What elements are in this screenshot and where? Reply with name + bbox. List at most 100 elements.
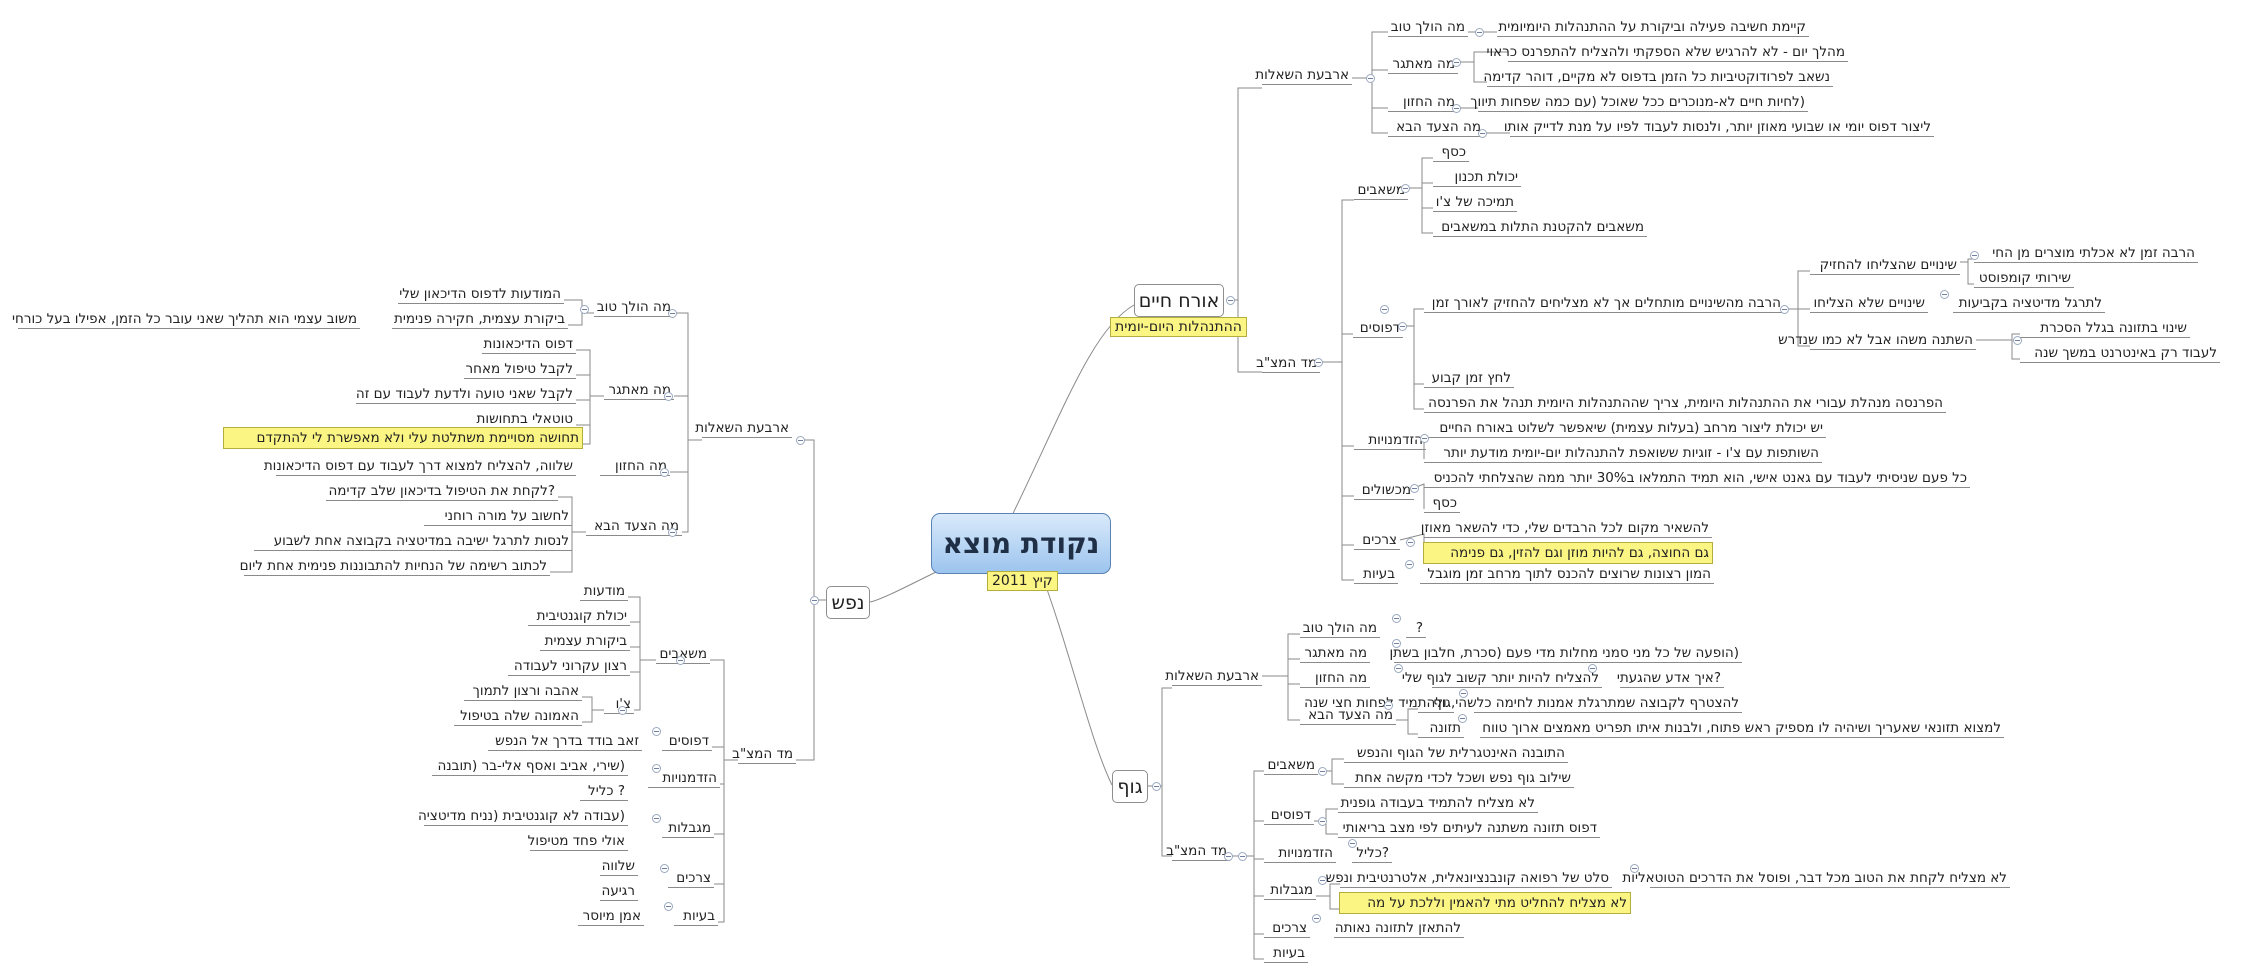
- life-pattern-main[interactable]: הרבה מהשינויים מותחלים אך לא מצליחים להח…: [1424, 293, 1784, 313]
- body-limit-item[interactable]: לא מצליח להחליט מתי להאמין וללכת על מה: [1339, 892, 1631, 914]
- life-hard-item[interactable]: נשאב לפרודוקטיביות כל הזמן בדפוס לא מקיי…: [1483, 67, 1833, 87]
- body-next-body[interactable]: גוף: [1418, 693, 1454, 713]
- collapse-toggle-icon[interactable]: [1780, 305, 1789, 314]
- collapse-toggle-icon[interactable]: [1401, 184, 1410, 193]
- branch-body[interactable]: גוף: [1112, 770, 1148, 803]
- life-pattern-item[interactable]: לחץ זמן קבוע: [1424, 368, 1514, 388]
- collapse-toggle-icon[interactable]: [580, 305, 589, 314]
- body-pattern-item[interactable]: לא מצליח להתמיד בעבודה גופנית: [1338, 793, 1538, 813]
- soul-hard-item[interactable]: דפוס הדיכאונות: [482, 334, 576, 354]
- collapse-toggle-icon[interactable]: [676, 656, 685, 665]
- life-needs[interactable]: צרכים: [1354, 530, 1400, 550]
- body-opportunity-item[interactable]: ?כליל: [1352, 843, 1392, 863]
- body-limits[interactable]: מגבלות: [1264, 880, 1316, 900]
- collapse-toggle-icon[interactable]: [810, 596, 819, 605]
- soul-mtzab[interactable]: מד המצ"ב: [732, 744, 796, 764]
- collapse-toggle-icon[interactable]: [1314, 358, 1323, 367]
- collapse-toggle-icon[interactable]: [1384, 701, 1393, 710]
- collapse-toggle-icon[interactable]: [2013, 336, 2022, 345]
- life-patterns[interactable]: דפוסים: [1353, 318, 1403, 338]
- soul-need-item[interactable]: רגיעה: [600, 881, 638, 901]
- soul-whats-good[interactable]: מה הולך טוב: [594, 297, 674, 317]
- collapse-toggle-icon[interactable]: [664, 392, 673, 401]
- life-resource-item[interactable]: תמיכה של צ'ו: [1433, 192, 1517, 212]
- soul-hard-item[interactable]: לקבל שאני טועה ולדעת לעבוד עם זה: [356, 384, 576, 404]
- collapse-toggle-icon[interactable]: [1380, 305, 1389, 314]
- life-problem-item[interactable]: המון רצונות שרוצים להכנס לתוך מרחב זמן מ…: [1420, 564, 1714, 584]
- collapse-toggle-icon[interactable]: [1452, 58, 1461, 67]
- collapse-toggle-icon[interactable]: [618, 706, 627, 715]
- soul-problems[interactable]: בעיות: [674, 906, 718, 926]
- soul-limit-item[interactable]: אולי פחד מטיפול: [528, 831, 628, 851]
- life-problems[interactable]: בעיות: [1354, 564, 1398, 584]
- collapse-toggle-icon[interactable]: [1394, 664, 1403, 673]
- body-vision-item[interactable]: להצליח להיות יותר קשוב לגוף שלי: [1402, 668, 1602, 688]
- soul-limits[interactable]: מגבלות: [662, 818, 714, 838]
- soul-next-item[interactable]: לנסות לתרגל ישיבה במדיטציה בקבוצה אחת לש…: [254, 531, 572, 551]
- body-patterns[interactable]: דפוסים: [1264, 805, 1314, 825]
- life-opportunity-item[interactable]: יש יכולת ליצור מרחב (בעלות עצמית) שיאפשר…: [1424, 418, 1826, 438]
- soul-tzi-item[interactable]: האמונה שלה בטיפול: [454, 706, 582, 726]
- body-mtzab[interactable]: מד המצ"ב: [1166, 841, 1230, 861]
- collapse-toggle-icon[interactable]: [1478, 129, 1487, 138]
- soul-vision-item[interactable]: שלווה, להצליח למצוא דרך לעבוד עם דפוס הד…: [264, 456, 576, 476]
- life-vision-item[interactable]: (לחיות חיים לא-מנוכרים ככל שאוכל (עם כמה…: [1470, 92, 1808, 112]
- body-good-item[interactable]: ?: [1406, 618, 1426, 638]
- soul-tzi-item[interactable]: אהבה ורצון לתמוך: [464, 681, 582, 701]
- collapse-toggle-icon[interactable]: [668, 309, 677, 318]
- collapse-toggle-icon[interactable]: [652, 814, 661, 823]
- body-problems[interactable]: בעיות: [1264, 943, 1308, 963]
- life-next-item[interactable]: ליצור דפוס יומי או שבועי מאוזן יותר, ולנ…: [1504, 117, 1934, 137]
- body-resource-item[interactable]: שילוב גוף נפש ושכל לכדי מקשה אחת: [1344, 768, 1574, 788]
- body-whats-good[interactable]: מה הולך טוב: [1300, 618, 1380, 638]
- life-resource-item[interactable]: משאבים להקטנת התלות במשאבים: [1433, 217, 1647, 237]
- life-resource-item[interactable]: יכולת תכנון: [1433, 167, 1521, 187]
- collapse-toggle-icon[interactable]: [1588, 664, 1597, 673]
- body-four-questions[interactable]: ארבעת השאלות: [1165, 666, 1262, 686]
- pattern-failed-item[interactable]: לתרגל מדיטציה בקביעות: [1953, 293, 2105, 313]
- life-opportunities[interactable]: הזדמנויות: [1354, 430, 1426, 450]
- collapse-toggle-icon[interactable]: [1318, 876, 1327, 885]
- life-whats-hard[interactable]: מה מאתגר: [1388, 54, 1458, 74]
- soul-resource-item[interactable]: יכולת קוגנטיבית: [528, 606, 630, 626]
- soul-next-item[interactable]: לחשוב על מורה רוחני: [424, 506, 572, 526]
- body-resources[interactable]: משאבים: [1264, 755, 1318, 775]
- collapse-toggle-icon[interactable]: [1406, 538, 1415, 547]
- body-next-nutrition-item[interactable]: למצוא תזונאי שאעריך ושיהיה לו מספיק ראש …: [1480, 718, 2004, 738]
- life-four-questions[interactable]: ארבעת השאלות: [1255, 65, 1352, 85]
- life-obstacle-item[interactable]: כסף: [1424, 493, 1460, 513]
- collapse-toggle-icon[interactable]: [1475, 28, 1484, 37]
- body-needs[interactable]: צרכים: [1264, 918, 1310, 938]
- body-need-item[interactable]: להתאזן לתזונה נאותה: [1334, 918, 1464, 938]
- pattern-failed[interactable]: שינויים שלא הצליחו: [1810, 293, 1928, 313]
- collapse-toggle-icon[interactable]: [1348, 839, 1357, 848]
- life-next-step[interactable]: מה הצעד הבא: [1388, 117, 1484, 137]
- life-vision[interactable]: מה החזון: [1388, 92, 1458, 112]
- body-next-nutrition[interactable]: תזונה: [1418, 718, 1464, 738]
- pattern-kept[interactable]: שינויים שהצליחו להחזיק: [1810, 255, 1960, 275]
- pattern-changed[interactable]: השתנה משהו אבל לא כמו שנדרש: [1778, 330, 1976, 350]
- soul-needs[interactable]: צרכים: [668, 868, 714, 888]
- collapse-toggle-icon[interactable]: [1318, 817, 1327, 826]
- soul-patterns[interactable]: דפוסים: [662, 731, 712, 751]
- life-resources[interactable]: משאבים: [1354, 180, 1408, 200]
- collapse-toggle-icon[interactable]: [796, 436, 805, 445]
- collapse-toggle-icon[interactable]: [1312, 914, 1321, 923]
- soul-good-item[interactable]: המודעות לדפוס הדיכאון שלי: [398, 284, 564, 304]
- collapse-toggle-icon[interactable]: [1392, 639, 1401, 648]
- life-pattern-item[interactable]: הפרנסה מנהלת עבורי את ההתנהלות היומית, צ…: [1424, 393, 1946, 413]
- life-whats-good[interactable]: מה הולך טוב: [1388, 17, 1468, 37]
- pattern-changed-item[interactable]: שינוי בתזונה בגלל הסכרת: [2020, 318, 2190, 338]
- collapse-toggle-icon[interactable]: [1224, 852, 1233, 861]
- soul-need-item[interactable]: שלווה: [600, 856, 638, 876]
- soul-next-item[interactable]: ?לקחת את הטיפול בדיכאון שלב קדימה: [326, 481, 558, 501]
- collapse-toggle-icon[interactable]: [1940, 290, 1949, 299]
- body-vision-item[interactable]: ?איך אדע שהגעתי: [1617, 668, 1724, 688]
- collapse-toggle-icon[interactable]: [1398, 322, 1407, 331]
- body-limit-item[interactable]: לא מצליח לקחת את הטוב מכל דבר, ופוסל את …: [1622, 868, 2010, 888]
- collapse-toggle-icon[interactable]: [1458, 714, 1467, 723]
- life-good-item[interactable]: קיימת חשיבה פעילה וביקורת על ההתנהלות הי…: [1497, 17, 1809, 37]
- soul-pattern-item[interactable]: זאב בודד בדרך אל הנפש: [488, 731, 642, 751]
- soul-next-step[interactable]: מה הצעד הבא: [586, 516, 682, 536]
- soul-good-sub-item[interactable]: משוב עצמי הוא תהליך שאני עובר כל הזמן, א…: [12, 309, 360, 329]
